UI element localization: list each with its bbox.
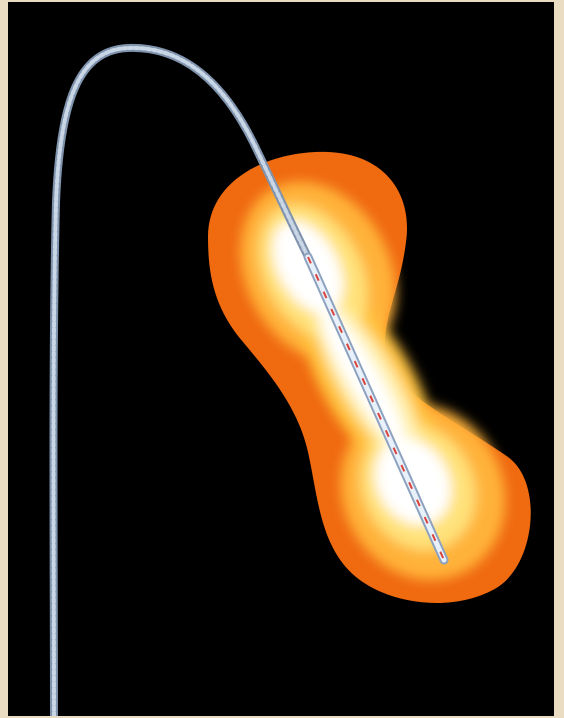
heated-zone-icon xyxy=(208,152,536,609)
catheter-ablation-illustration xyxy=(8,2,554,716)
illustration-panel xyxy=(8,2,554,716)
